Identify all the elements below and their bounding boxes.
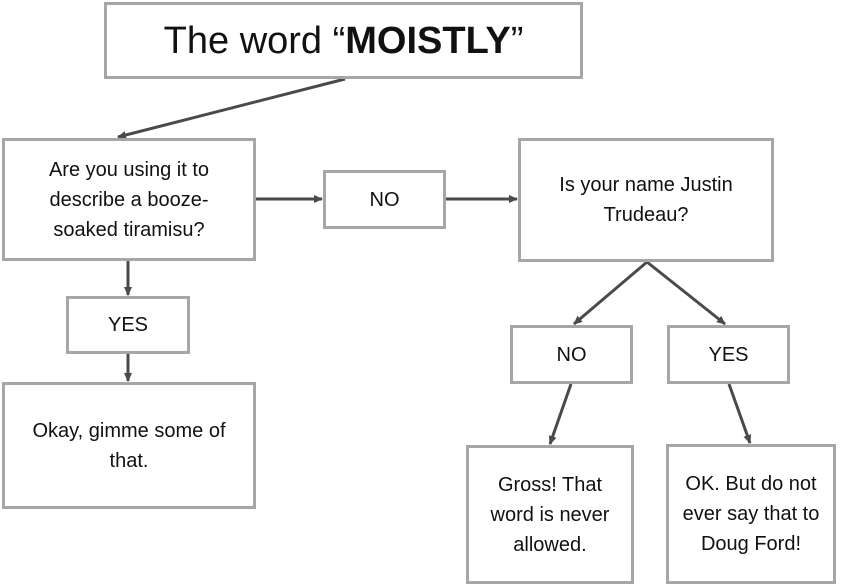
title-prefix: The word “ (163, 19, 346, 62)
question-trudeau-box: Is your name Justin Trudeau? (518, 138, 774, 262)
answer-ford-box: OK. But do not ever say that to Doug For… (666, 444, 836, 584)
arrow-trudeau-to-no (573, 260, 648, 326)
no-right-text: NO (556, 343, 587, 366)
arrow-title-to-question (117, 77, 346, 139)
title-text: The word “MOISTLY” (164, 19, 524, 63)
title-emphasis: MOISTLY (345, 19, 511, 62)
answer-gross-box: Gross! That word is never allowed. (466, 445, 634, 584)
arrow-yes-to-ford (727, 383, 752, 444)
yes-left-text: YES (107, 314, 149, 336)
title-box: The word “MOISTLY” (104, 2, 583, 79)
answer-tiramisu-box: Okay, gimme some of that. (2, 382, 256, 509)
answer-gross-text: Gross! That word is never allowed. (490, 473, 610, 556)
arrow-trudeau-to-yes (646, 260, 726, 326)
no-right-box: NO (510, 325, 633, 384)
question-trudeau-text: Is your name Justin Trudeau? (559, 174, 733, 226)
title-suffix: ” (510, 19, 524, 62)
question-tiramisu-box: Are you using it to describe a booze-soa… (2, 138, 256, 261)
arrow-no-to-gross (548, 383, 573, 445)
no-left-text: NO (369, 188, 400, 211)
yes-right-text: YES (708, 343, 749, 366)
no-left-box: NO (323, 170, 446, 229)
yes-left-box: YES (66, 296, 190, 354)
question-tiramisu-text: Are you using it to describe a booze-soa… (48, 158, 210, 241)
answer-ford-text: OK. But do not ever say that to Doug For… (682, 473, 820, 555)
answer-tiramisu-text: Okay, gimme some of that. (32, 419, 226, 472)
yes-right-box: YES (667, 325, 790, 384)
